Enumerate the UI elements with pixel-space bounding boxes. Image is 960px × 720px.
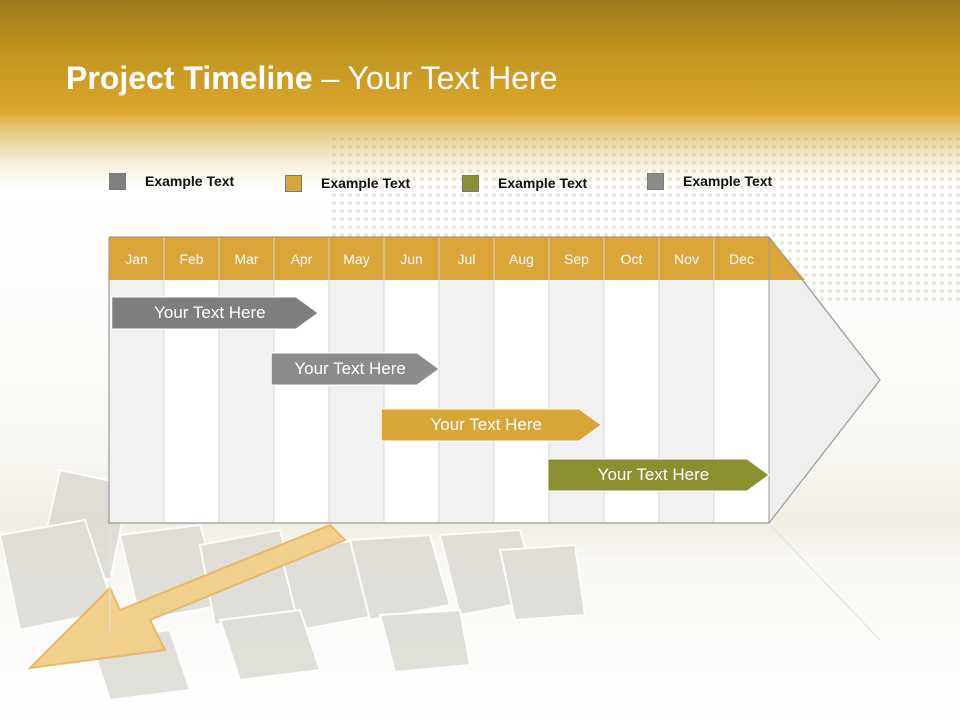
chart-arrow-body [769, 280, 880, 523]
legend-item-3: Example Text [462, 173, 587, 193]
month-label-may: May [343, 251, 370, 267]
month-label-jan: Jan [125, 251, 148, 267]
month-label-jul: Jul [457, 251, 476, 267]
task-bar-label-3: Your Text Here [430, 415, 542, 434]
legend-item-1: Example Text [109, 171, 234, 191]
month-column-shade [439, 280, 494, 523]
legend-label-4: Example Text [683, 173, 773, 189]
month-label-aug: Aug [509, 251, 534, 267]
legend-label-1: Example Text [145, 173, 235, 189]
month-label-oct: Oct [620, 251, 643, 267]
task-bar-label-4: Your Text Here [597, 465, 710, 484]
task-bar-3 [380, 408, 603, 442]
title-subtitle: – Your Text Here [312, 60, 558, 96]
legend-label-3: Example Text [498, 175, 588, 191]
month-label-dec: Dec [729, 251, 754, 267]
month-label-jun: Jun [400, 251, 423, 267]
task-bar-2 [270, 352, 440, 386]
legend-swatch-4 [647, 172, 664, 190]
task-bar-label-1: Your Text Here [154, 303, 266, 322]
task-bar-label-2: Your Text Here [294, 359, 406, 378]
legend-label-2: Example Text [321, 175, 411, 191]
legend-swatch-1 [109, 172, 126, 190]
task-bar-1 [111, 296, 319, 330]
title-main: Project Timeline [66, 60, 313, 96]
legend-item-4: Example Text [647, 171, 772, 191]
month-label-apr: Apr [290, 251, 313, 267]
month-label-mar: Mar [234, 251, 259, 267]
decorative-arrow-blocks [0, 468, 587, 702]
month-column-shade [329, 280, 384, 523]
legend-swatch-3 [462, 174, 479, 192]
chart-outline [108, 236, 881, 524]
month-label-feb: Feb [179, 251, 204, 267]
legend-item-2: Example Text [285, 173, 410, 193]
legend-swatch-2 [285, 174, 302, 192]
slide-title: Project Timeline – Your Text Here [66, 60, 558, 97]
month-label-nov: Nov [674, 251, 699, 267]
task-bar-4 [547, 458, 770, 492]
month-label-sep: Sep [564, 251, 589, 267]
